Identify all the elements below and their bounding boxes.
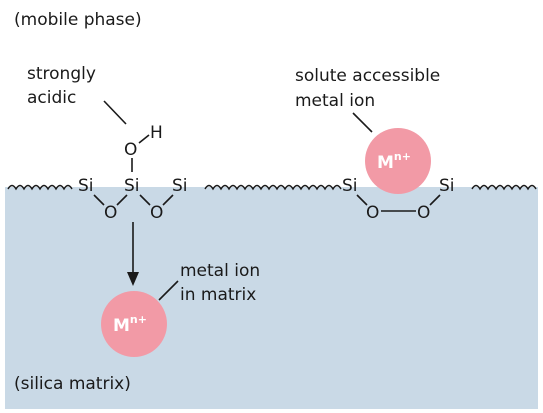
surface-wave-left bbox=[7, 184, 73, 191]
bridge-oxygen-right-1: O bbox=[366, 203, 379, 223]
si-left-3: Si bbox=[172, 176, 188, 196]
acidic-leader-line bbox=[103, 100, 127, 125]
strongly-label: strongly bbox=[27, 64, 96, 84]
bond-o2-si3 bbox=[162, 194, 174, 206]
metal-ion-accessible bbox=[365, 128, 431, 194]
in-matrix-label: in matrix bbox=[180, 285, 256, 305]
solute-accessible-label: solute accessible bbox=[295, 66, 440, 86]
hydroxyl-hydrogen: H bbox=[150, 123, 163, 143]
metal-ion-accessible-label: metal ion bbox=[295, 91, 375, 111]
si-right-2: Si bbox=[439, 176, 455, 196]
bond-sir1-or1 bbox=[356, 194, 368, 206]
metal-ion-label: metal ion bbox=[180, 261, 260, 281]
bond-o1-si2 bbox=[116, 194, 128, 206]
bond-si1-o1 bbox=[93, 194, 105, 206]
si-left-1: Si bbox=[78, 176, 94, 196]
metal-ion-in-matrix bbox=[101, 291, 167, 357]
accessible-ion-leader-line bbox=[352, 112, 373, 133]
bond-si2-o2 bbox=[139, 194, 151, 206]
bond-or2-sir2 bbox=[429, 194, 441, 206]
bond-oh bbox=[138, 134, 150, 144]
bridge-oxygen-right-2: O bbox=[417, 203, 430, 223]
bridge-oxygen-left-2: O bbox=[150, 203, 163, 223]
matrix-ion-leader-line bbox=[158, 280, 179, 301]
metal-ion-accessible-symbol: Mn+ bbox=[377, 150, 411, 173]
acidic-label: acidic bbox=[27, 88, 76, 108]
mobile-phase-label: (mobile phase) bbox=[14, 10, 142, 30]
si-right-1: Si bbox=[342, 176, 358, 196]
silica-matrix-region bbox=[5, 187, 538, 409]
arrow-head-icon bbox=[127, 272, 139, 286]
metal-ion-in-matrix-symbol: Mn+ bbox=[113, 313, 147, 336]
hydroxyl-oxygen: O bbox=[124, 140, 137, 160]
surface-wave-right bbox=[471, 184, 537, 191]
bridge-oxygen-left-1: O bbox=[104, 203, 117, 223]
surface-wave-middle bbox=[204, 184, 342, 191]
silica-matrix-label: (silica matrix) bbox=[14, 374, 131, 394]
si-left-2: Si bbox=[124, 176, 140, 196]
